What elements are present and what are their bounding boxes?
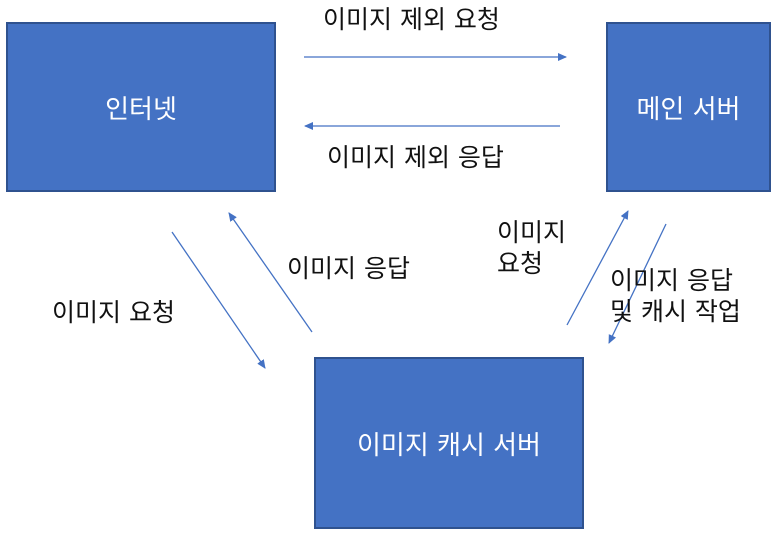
image-cache-server-node: 이미지 캐시 서버	[314, 357, 584, 529]
arrow-cache-to-main	[566, 210, 629, 326]
main-server-node-label: 메인 서버	[636, 94, 741, 125]
edge-label-cache-to-internet: 이미지 응답	[287, 254, 410, 283]
edge-label-main-to-cache: 이미지 응답 및 캐시 작업	[610, 265, 741, 328]
internet-node-label: 인터넷	[105, 94, 177, 125]
edge-label-main-to-cache-line2: 및 캐시 작업	[610, 297, 741, 327]
edge-label-main-to-internet: 이미지 제외 응답	[327, 143, 504, 172]
edge-label-internet-to-cache: 이미지 요청	[52, 298, 175, 327]
edge-label-cache-to-main-line2: 요청	[497, 249, 544, 279]
main-server-node: 메인 서버	[606, 22, 771, 192]
edge-label-internet-to-main: 이미지 제외 요청	[323, 5, 500, 34]
edge-label-main-to-cache-line1: 이미지 응답	[610, 266, 733, 295]
edge-label-cache-to-main: 이미지 요청	[497, 217, 566, 280]
arrow-internet-to-cache	[171, 231, 266, 369]
edge-label-cache-to-main-line1: 이미지	[497, 218, 567, 247]
arrow-cache-to-internet	[228, 212, 313, 333]
arrow-main-to-cache	[608, 223, 667, 344]
internet-node: 인터넷	[6, 22, 276, 192]
image-cache-server-node-label: 이미지 캐시 서버	[357, 430, 541, 461]
